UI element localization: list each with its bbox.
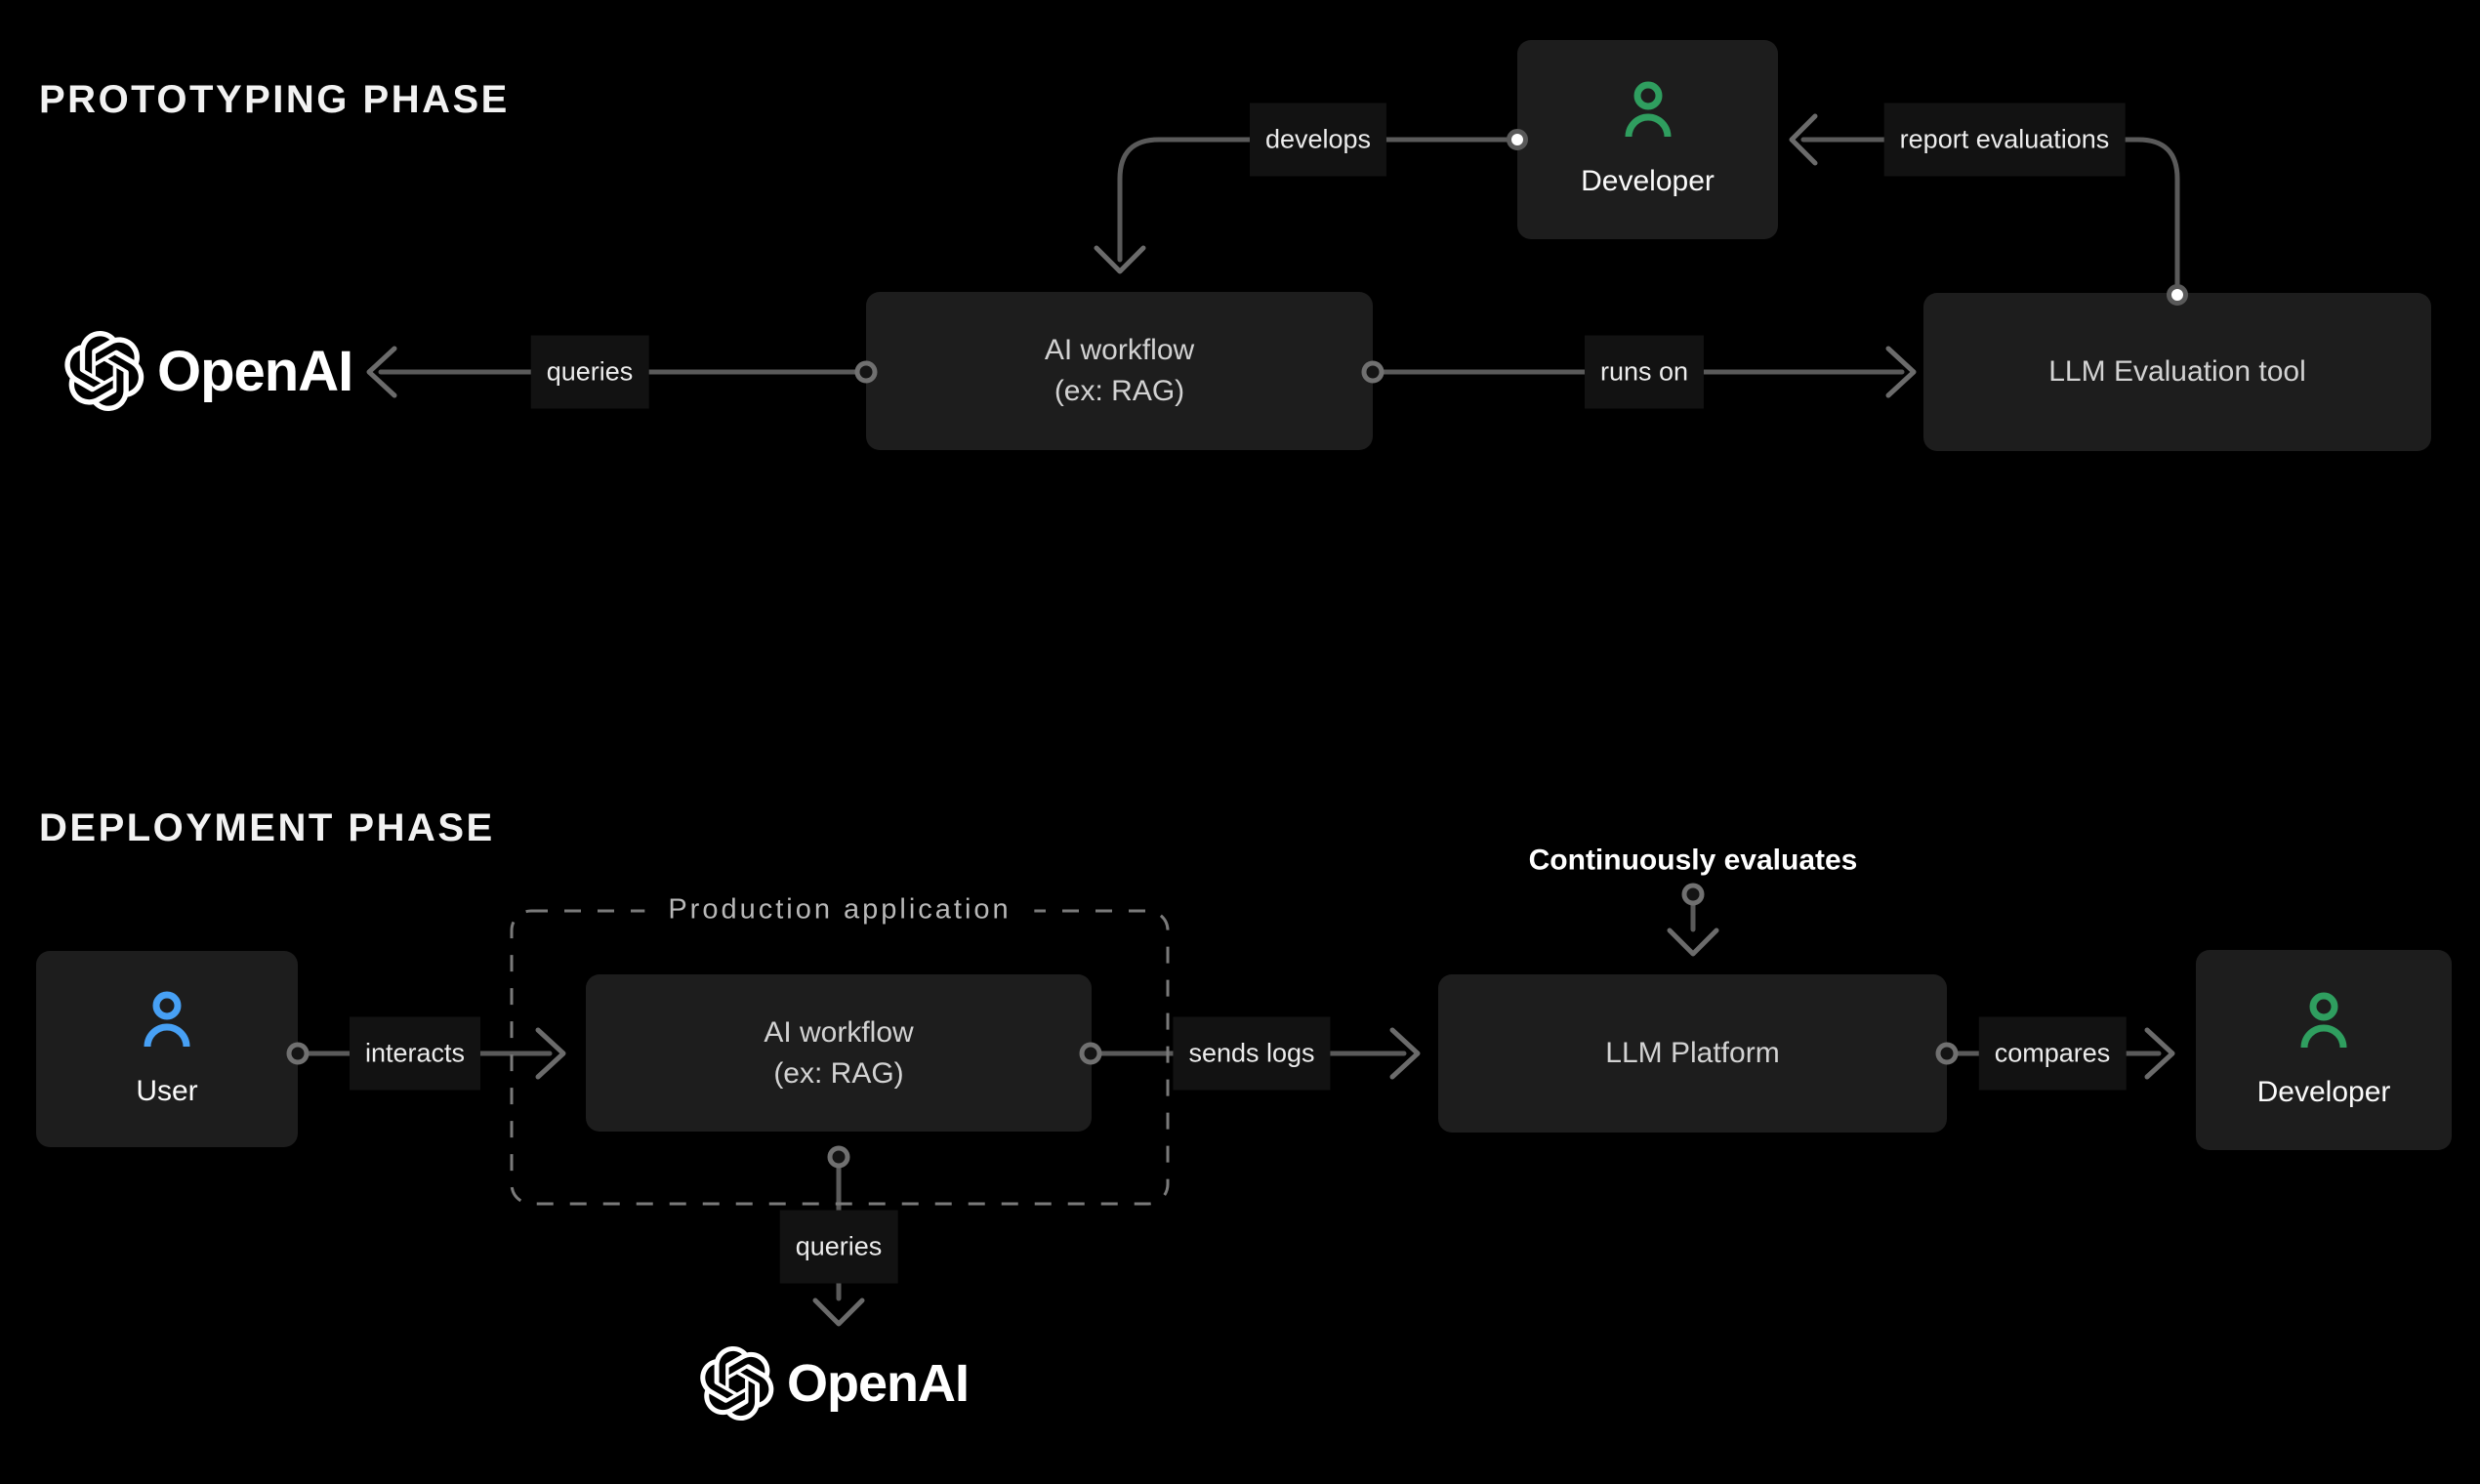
node-ai-workflow-top: AI workflow (ex: RAG)	[866, 292, 1373, 450]
prototyping-phase-title: PROTOTYPING PHASE	[39, 78, 510, 121]
port-user-right	[286, 1042, 310, 1065]
arrowhead-sends-logs	[1389, 1027, 1421, 1080]
edge-label-queries-bottom: queries	[779, 1210, 898, 1284]
edge-label-develops: develops	[1249, 103, 1387, 177]
edge-label-queries-top: queries	[530, 335, 649, 409]
openai-wordmark: OpenAI	[157, 339, 353, 403]
node-ai-workflow-top-title: AI workflow	[1044, 334, 1195, 366]
arrowhead-continuously-evaluates	[1667, 928, 1719, 957]
edge-report-evaluations-line	[1800, 137, 2180, 298]
node-ai-workflow-bottom-subtitle: (ex: RAG)	[773, 1056, 904, 1090]
edge-label-sends-logs: sends logs	[1173, 1016, 1331, 1091]
port-llm-evaluation-tool-top	[2167, 284, 2188, 306]
port-ai-workflow-bottom-bottom	[827, 1145, 850, 1169]
node-ai-workflow-bottom: AI workflow (ex: RAG)	[586, 974, 1092, 1132]
port-llm-platform-right	[1935, 1042, 1959, 1065]
node-llm-platform: LLM Platform	[1438, 974, 1947, 1133]
edge-label-interacts: interacts	[349, 1016, 481, 1091]
arrowhead-queries-top	[366, 346, 397, 398]
node-llm-evaluation-tool-label: LLM Evaluation tool	[2048, 355, 2306, 388]
node-ai-workflow-top-subtitle: (ex: RAG)	[1054, 375, 1185, 407]
node-user-label: User	[136, 1074, 198, 1107]
arrowhead-report-evaluations	[1789, 113, 1818, 166]
arrowhead-compares	[2144, 1027, 2175, 1080]
node-developer-bottom-label: Developer	[2256, 1075, 2391, 1108]
port-ai-workflow-top-left	[854, 360, 878, 384]
port-continuously-evaluates-start	[1681, 883, 1705, 906]
openai-wordmark: OpenAI	[787, 1354, 970, 1413]
deployment-phase-title: DEPLOYMENT PHASE	[39, 806, 495, 849]
edge-label-compares: compares	[1978, 1016, 2127, 1091]
arrowhead-queries-bottom	[812, 1298, 865, 1327]
node-llm-evaluation-tool: LLM Evaluation tool	[1923, 293, 2431, 451]
node-ai-workflow-bottom-title: AI workflow	[764, 1015, 914, 1049]
port-ai-workflow-top-right	[1361, 360, 1385, 384]
node-developer-bottom: Developer	[2196, 950, 2452, 1150]
arrowhead-develops	[1094, 245, 1146, 274]
node-developer-top-label: Developer	[1581, 165, 1715, 197]
edge-develops-line	[1117, 137, 1520, 263]
node-developer-top: Developer	[1517, 40, 1778, 239]
node-user: User	[36, 951, 298, 1147]
person-icon-green	[1625, 81, 1671, 138]
person-icon-blue	[144, 991, 190, 1047]
node-llm-platform-label: LLM Platform	[1605, 1037, 1780, 1069]
openai-icon	[64, 331, 145, 411]
arrowhead-runs-on	[1885, 346, 1917, 398]
port-ai-workflow-bottom-right	[1079, 1042, 1102, 1065]
edge-label-runs-on: runs on	[1584, 335, 1705, 409]
person-icon-green	[2300, 992, 2347, 1048]
arrowhead-interacts	[535, 1027, 566, 1080]
openai-logo-bottom: OpenAI	[699, 1345, 970, 1422]
openai-icon	[700, 1345, 774, 1422]
edge-label-report-evaluations: report evaluations	[1883, 103, 2126, 177]
openai-logo-top: OpenAI	[63, 330, 353, 412]
edge-label-continuously-evaluates: Continuously evaluates	[1514, 837, 1872, 884]
port-developer-top-left	[1507, 129, 1528, 150]
production-application-label: Production application	[644, 889, 1035, 930]
